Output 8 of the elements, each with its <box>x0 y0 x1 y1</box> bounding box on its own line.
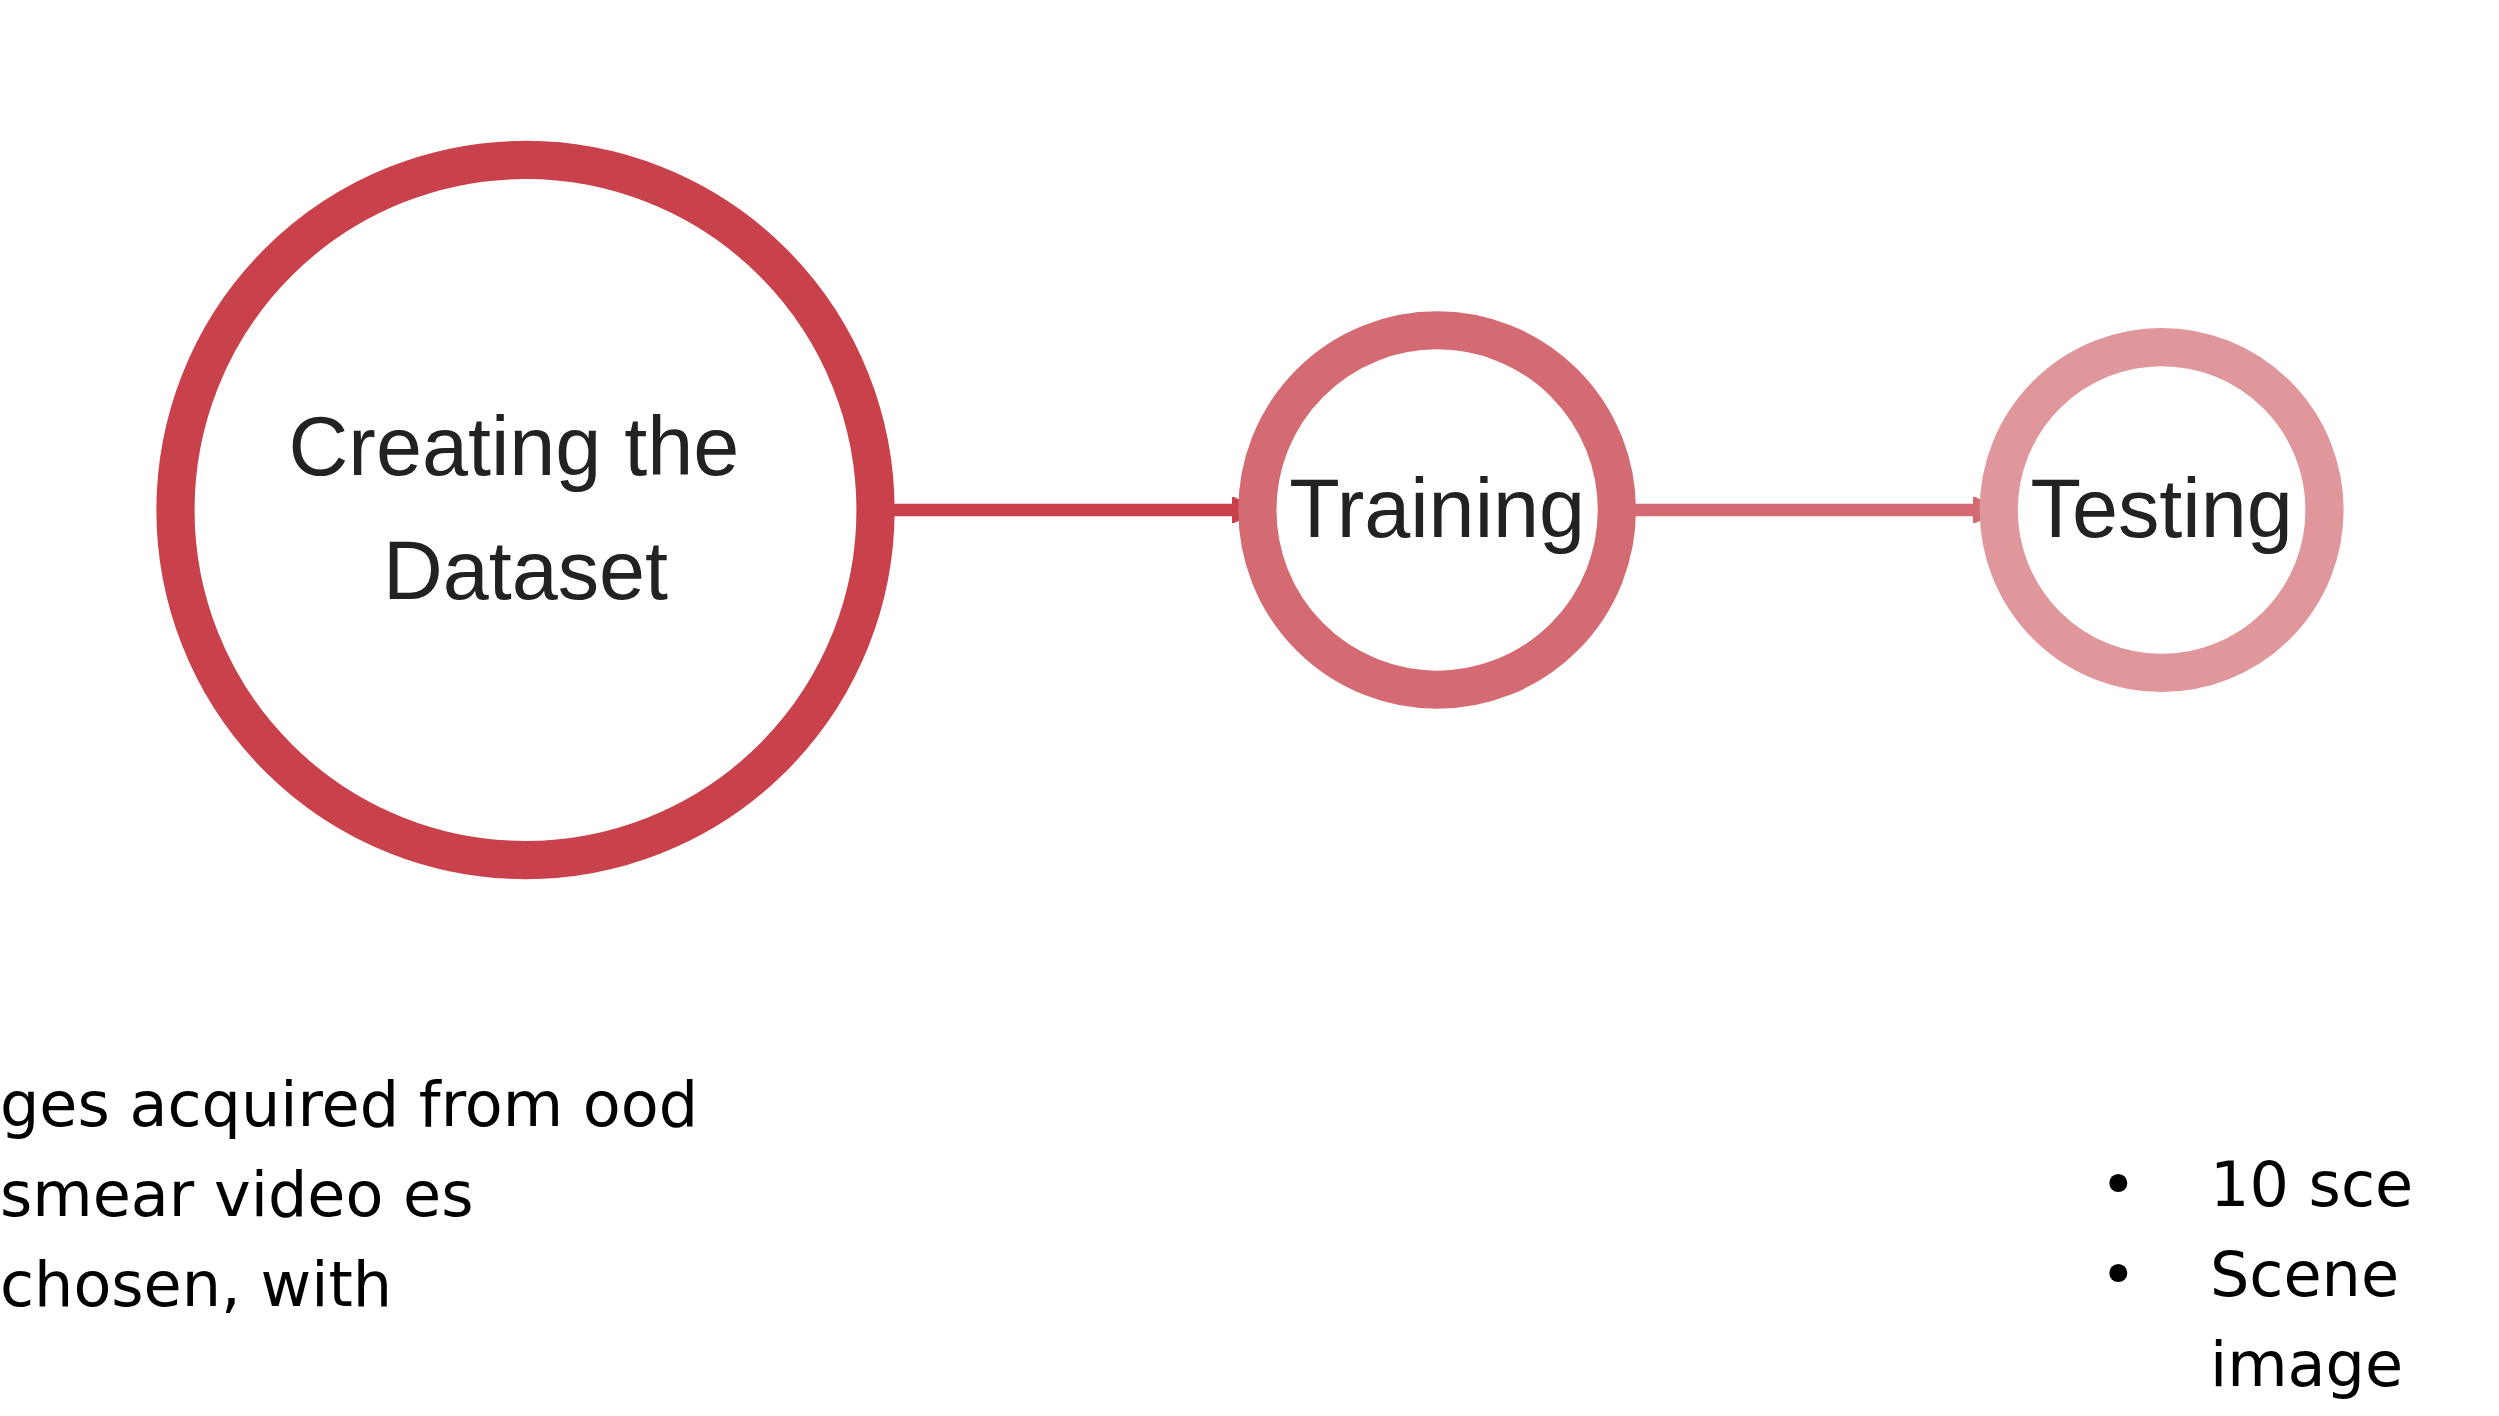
bullet-marker: • <box>2100 1147 2138 1223</box>
node-circle: Training <box>1238 311 1636 709</box>
bullet-text: Scene image <box>2210 1236 2405 1403</box>
description-text: ges acquired from ood smear video es chosen, with <box>0 1067 699 1323</box>
bullet-marker: • <box>2100 1236 2138 1313</box>
bullet-text: 10 sce <box>2210 1147 2415 1223</box>
node-circle: Testing <box>1979 328 2344 692</box>
node-circle: Creating the Dataset <box>156 140 895 880</box>
